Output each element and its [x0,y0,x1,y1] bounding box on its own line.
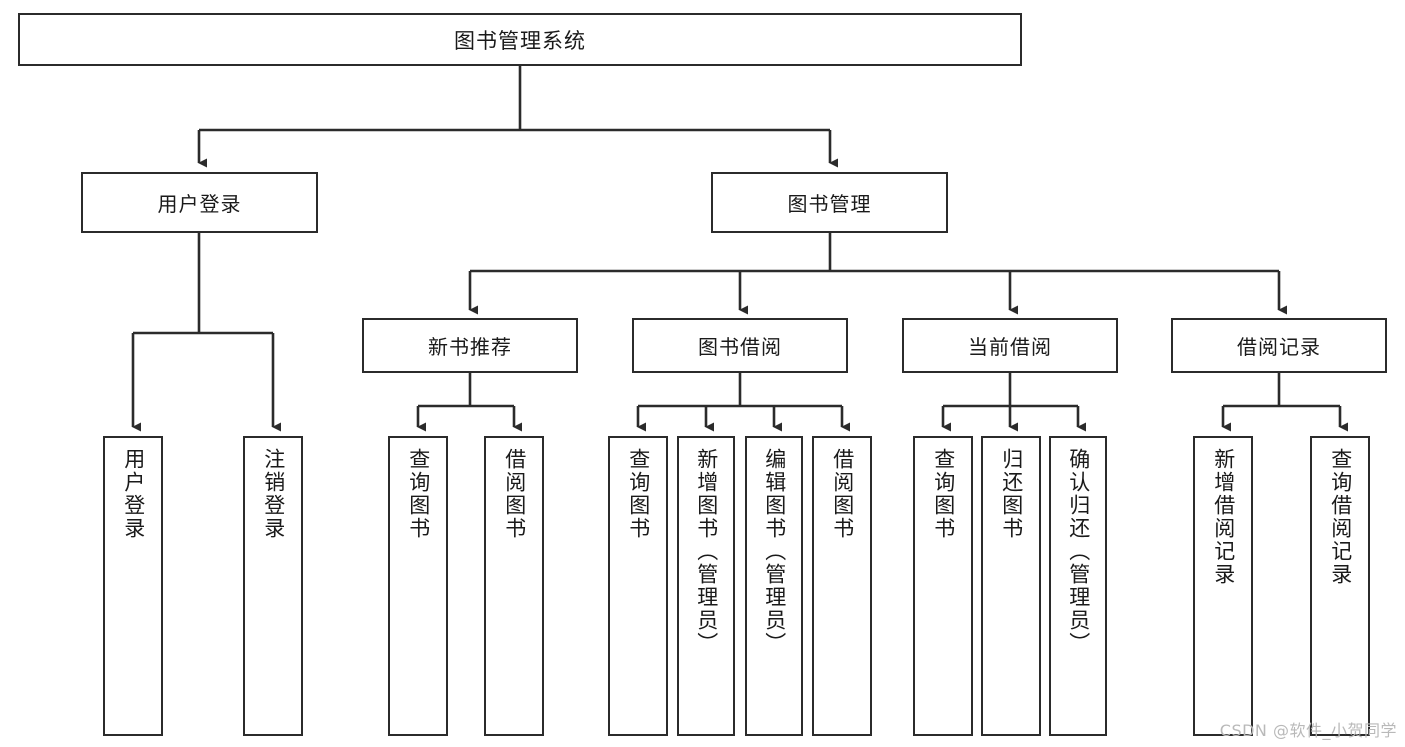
leaf-borrow-record-query[interactable]: 查询借阅记录 [1310,436,1370,736]
node-book-borrow-label: 图书借阅 [698,335,782,359]
node-book-borrow[interactable]: 图书借阅 [632,318,848,373]
leaf-current-borrow-return[interactable]: 归还图书 [981,436,1041,736]
node-borrow-record-label: 借阅记录 [1237,335,1321,359]
node-user-login[interactable]: 用户登录 [81,172,318,233]
leaf-current-borrow-query-label: 查询图书 [931,448,956,540]
leaf-current-borrow-return-label: 归还图书 [999,448,1024,540]
leaf-book-borrow-edit[interactable]: 编辑图书（管理员） [745,436,803,736]
node-book-manage-label: 图书管理 [787,192,872,216]
node-new-book-recommend[interactable]: 新书推荐 [362,318,578,373]
leaf-borrow-record-query-label: 查询借阅记录 [1328,448,1353,586]
node-root-system[interactable]: 图书管理系统 [18,13,1022,66]
leaf-book-borrow-edit-label: 编辑图书（管理员） [762,448,787,655]
leaf-user-login-logout[interactable]: 注销登录 [243,436,303,736]
leaf-book-borrow-lend[interactable]: 借阅图书 [812,436,872,736]
node-current-borrow[interactable]: 当前借阅 [902,318,1118,373]
leaf-current-borrow-confirm[interactable]: 确认归还（管理员） [1049,436,1107,736]
node-borrow-record[interactable]: 借阅记录 [1171,318,1387,373]
leaf-borrow-record-add-label: 新增借阅记录 [1211,448,1236,586]
leaf-borrow-record-add[interactable]: 新增借阅记录 [1193,436,1253,736]
leaf-user-login-login-label: 用户登录 [121,448,146,540]
leaf-current-borrow-confirm-label: 确认归还（管理员） [1066,448,1091,655]
watermark-text: CSDN @软件_小贺同学 [1219,721,1397,740]
leaf-user-login-logout-label: 注销登录 [261,448,286,540]
leaf-book-borrow-add[interactable]: 新增图书（管理员） [677,436,735,736]
node-current-borrow-label: 当前借阅 [968,335,1052,359]
leaf-current-borrow-query[interactable]: 查询图书 [913,436,973,736]
leaf-new-book-query-label: 查询图书 [406,448,431,540]
node-root-system-label: 图书管理系统 [454,28,586,53]
node-book-manage[interactable]: 图书管理 [711,172,948,233]
leaf-user-login-login[interactable]: 用户登录 [103,436,163,736]
leaf-book-borrow-lend-label: 借阅图书 [830,448,855,540]
leaf-new-book-borrow[interactable]: 借阅图书 [484,436,544,736]
leaf-new-book-borrow-label: 借阅图书 [502,448,527,540]
node-user-login-label: 用户登录 [157,192,242,216]
node-new-book-recommend-label: 新书推荐 [428,335,512,359]
leaf-book-borrow-add-label: 新增图书（管理员） [694,448,719,655]
leaf-book-borrow-query[interactable]: 查询图书 [608,436,668,736]
leaf-new-book-query[interactable]: 查询图书 [388,436,448,736]
leaf-book-borrow-query-label: 查询图书 [626,448,651,540]
